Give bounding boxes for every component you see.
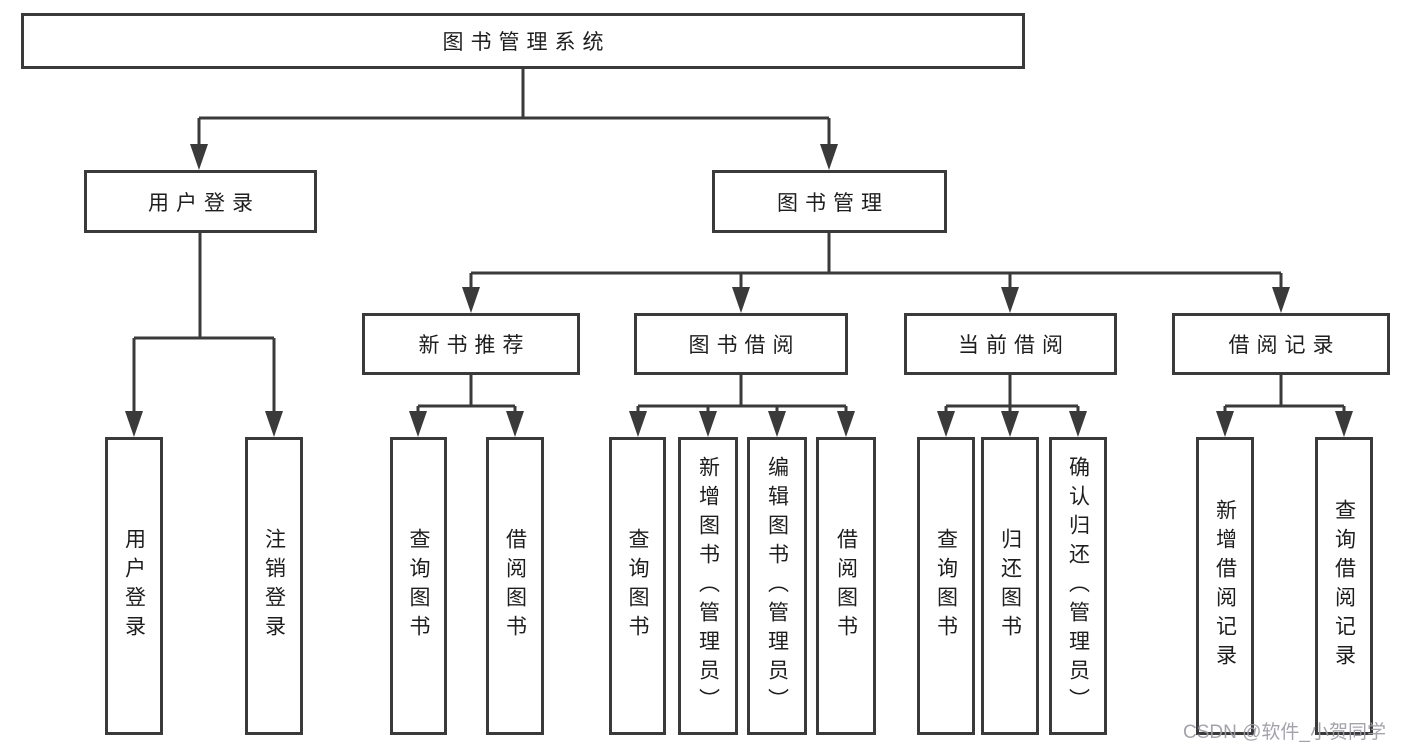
node-current-borrow-label: 当前借阅 [958,334,1070,357]
leaf-query-borrow-record-label: 查询借阅记录 [1332,499,1356,673]
node-current-borrow: 当前借阅 [904,313,1117,375]
leaf-return-book-label: 归还图书 [998,528,1022,644]
leaf-return-book: 归还图书 [981,437,1039,735]
leaf-edit-book-admin-label: 编辑图书（管理员） [765,455,789,717]
leaf-query-borrow-record: 查询借阅记录 [1315,437,1373,735]
leaf-add-borrow-record-label: 新增借阅记录 [1213,499,1237,673]
leaf-query-books-1: 查询图书 [390,437,447,735]
leaf-query-books-3: 查询图书 [917,437,975,735]
leaf-add-borrow-record: 新增借阅记录 [1196,437,1254,735]
leaf-query-books-3-label: 查询图书 [934,528,958,644]
node-user-login-label: 用户登录 [148,191,260,215]
node-borrow-records-label: 借阅记录 [1228,334,1341,357]
leaf-borrow-books-2: 借阅图书 [816,437,876,735]
node-book-borrow-label: 图书借阅 [688,334,801,357]
node-new-book-recommend-label: 新书推荐 [418,334,531,357]
node-root-label: 图书管理系统 [442,31,611,54]
leaf-add-book-admin-label: 新增图书（管理员） [696,455,720,717]
leaf-edit-book-admin: 编辑图书（管理员） [747,437,807,735]
leaf-borrow-books-2-label: 借阅图书 [834,528,858,644]
leaf-borrow-books-1-label: 借阅图书 [503,528,527,644]
node-user-login: 用户登录 [84,170,317,233]
csdn-watermark: CSDN @软件_小贺同学 [1183,722,1386,743]
leaf-query-books-2: 查询图书 [609,437,666,735]
leaf-query-books-2-label: 查询图书 [626,528,649,644]
leaf-query-books-1-label: 查询图书 [407,528,430,644]
leaf-user-login-label: 用户登录 [122,528,146,644]
node-book-management-label: 图书管理 [777,191,889,215]
node-book-management: 图书管理 [712,170,947,233]
leaf-confirm-return-admin: 确认归还（管理员） [1049,437,1107,735]
leaf-logout: 注销登录 [245,437,303,735]
leaf-confirm-return-admin-label: 确认归还（管理员） [1066,455,1090,717]
node-borrow-records: 借阅记录 [1172,313,1390,375]
leaf-borrow-books-1: 借阅图书 [486,437,544,735]
leaf-add-book-admin: 新增图书（管理员） [678,437,738,735]
node-root: 图书管理系统 [21,13,1025,69]
node-new-book-recommend: 新书推荐 [362,313,580,375]
leaf-user-login: 用户登录 [105,437,163,735]
leaf-logout-label: 注销登录 [262,528,286,644]
node-book-borrow: 图书借阅 [634,313,848,375]
